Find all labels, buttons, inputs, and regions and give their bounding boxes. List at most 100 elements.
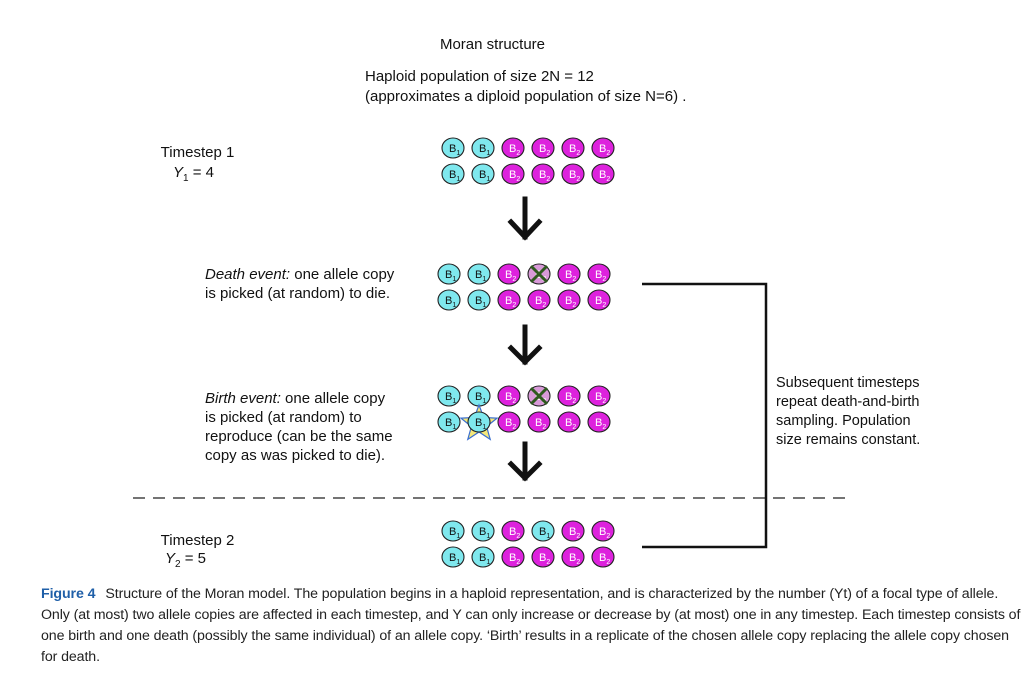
svg-text:B2: B2 xyxy=(565,391,576,405)
allele-b2: B2 xyxy=(591,163,615,185)
death-event-text-2: is picked (at random) to die. xyxy=(205,285,391,302)
allele-b1: B1 xyxy=(471,163,495,185)
svg-text:B2: B2 xyxy=(569,143,580,157)
allele-b2: B2 xyxy=(587,289,611,311)
allele-b1: B1 xyxy=(531,520,555,542)
allele-b1: B1 xyxy=(467,263,491,285)
y-subscript: 2 xyxy=(175,559,181,570)
diagram-title: Moran structure xyxy=(439,36,546,53)
svg-text:B1: B1 xyxy=(445,295,456,309)
svg-text:B1: B1 xyxy=(475,417,486,431)
birth-event-title: Birth event: xyxy=(205,390,281,407)
timestep-1-y: Y1 = 4 xyxy=(173,163,243,188)
side-note: Subsequent timesteps repeat death-and-bi… xyxy=(776,374,996,450)
down-arrow-icon xyxy=(507,441,543,482)
side-note-line-3: sampling. Population xyxy=(776,413,911,429)
allele-b2: B2 xyxy=(561,137,585,159)
y-symbol: Y xyxy=(165,550,176,567)
svg-text:B2: B2 xyxy=(509,526,520,540)
allele-b1: B1 xyxy=(471,546,495,568)
svg-text:B2: B2 xyxy=(509,552,520,566)
svg-text:B1: B1 xyxy=(475,269,486,283)
svg-text:B2: B2 xyxy=(509,169,520,183)
svg-text:B2: B2 xyxy=(539,552,550,566)
svg-text:B2: B2 xyxy=(595,269,606,283)
repeat-bracket xyxy=(642,282,768,549)
svg-text:B2: B2 xyxy=(595,295,606,309)
down-arrow-icon xyxy=(507,324,543,366)
allele-b2: B2 xyxy=(501,163,525,185)
svg-text:B1: B1 xyxy=(479,552,490,566)
svg-text:B2: B2 xyxy=(595,391,606,405)
svg-text:B2: B2 xyxy=(569,526,580,540)
allele-b1: B1 xyxy=(441,137,465,159)
allele-b1: B1 xyxy=(471,137,495,159)
allele-b2: B2 xyxy=(497,385,521,407)
svg-text:B1: B1 xyxy=(445,391,456,405)
allele-b2: B2 xyxy=(587,263,611,285)
allele-b2: B2 xyxy=(531,163,555,185)
allele-b1: B1 xyxy=(441,520,465,542)
death-event-text-1: one allele copy xyxy=(290,266,395,283)
population-note-line: (approximates a diploid population of si… xyxy=(365,87,785,106)
svg-text:B2: B2 xyxy=(505,295,516,309)
svg-text:B2: B2 xyxy=(599,143,610,157)
allele-b2: B2 xyxy=(587,385,611,407)
death-cross-icon xyxy=(529,264,549,284)
allele-b2: B2 xyxy=(557,385,581,407)
svg-text:B1: B1 xyxy=(475,391,486,405)
figure-caption-text: Structure of the Moran model. The popula… xyxy=(41,586,1021,665)
allele-b2: B2 xyxy=(561,163,585,185)
birth-event-text-1: one allele copy xyxy=(280,390,386,407)
svg-text:B2: B2 xyxy=(539,143,550,157)
svg-text:B2: B2 xyxy=(569,552,580,566)
allele-b2: B2 xyxy=(497,263,521,285)
y-value: = 5 xyxy=(184,550,207,567)
y-symbol: Y xyxy=(173,164,184,181)
svg-text:B1: B1 xyxy=(449,526,460,540)
allele-b1: B1 xyxy=(437,411,461,433)
svg-text:B2: B2 xyxy=(505,269,516,283)
allele-b1: B1 xyxy=(467,385,491,407)
allele-b2: B2 xyxy=(557,263,581,285)
allele-b2: B2 xyxy=(591,546,615,568)
allele-b2: B2 xyxy=(591,137,615,159)
svg-text:B1: B1 xyxy=(479,169,490,183)
birth-event-text-3: reproduce (can be the same xyxy=(205,428,393,445)
allele-b1: B1 xyxy=(437,263,461,285)
svg-text:B2: B2 xyxy=(505,417,516,431)
population-size-line: Haploid population of size 2N = 12 xyxy=(365,67,785,86)
svg-text:B1: B1 xyxy=(539,526,550,540)
svg-text:B2: B2 xyxy=(599,526,610,540)
allele-b1: B1 xyxy=(437,385,461,407)
svg-text:B1: B1 xyxy=(449,552,460,566)
svg-text:B2: B2 xyxy=(509,143,520,157)
svg-text:B1: B1 xyxy=(449,169,460,183)
figure-label: Figure 4 xyxy=(41,586,96,602)
svg-text:B1: B1 xyxy=(445,269,456,283)
side-note-line-4: size remains constant. xyxy=(776,432,921,448)
allele-b1: B1 xyxy=(459,403,499,441)
down-arrow-icon xyxy=(507,196,543,241)
allele-b1: B1 xyxy=(467,289,491,311)
birth-event-text-2: is picked (at random) to xyxy=(205,409,362,426)
allele-b2: B2 xyxy=(587,411,611,433)
svg-text:B1: B1 xyxy=(445,417,456,431)
svg-text:B1: B1 xyxy=(475,295,486,309)
allele-b2: B2 xyxy=(557,411,581,433)
allele-b2: B2 xyxy=(497,289,521,311)
svg-text:B1: B1 xyxy=(479,526,490,540)
timestep-2-y: Y2 = 5 xyxy=(165,549,235,574)
svg-text:B2: B2 xyxy=(565,417,576,431)
svg-text:B2: B2 xyxy=(599,552,610,566)
allele-b1: B1 xyxy=(441,546,465,568)
subtitle-line-2: (approximates a diploid population of si… xyxy=(365,88,687,105)
allele-b2: B2 xyxy=(531,546,555,568)
death-event-text: Death event: one allele copy is picked (… xyxy=(205,265,435,303)
allele-b2: B2 xyxy=(501,520,525,542)
svg-text:B2: B2 xyxy=(565,295,576,309)
svg-text:B2: B2 xyxy=(569,169,580,183)
svg-text:B2: B2 xyxy=(565,269,576,283)
